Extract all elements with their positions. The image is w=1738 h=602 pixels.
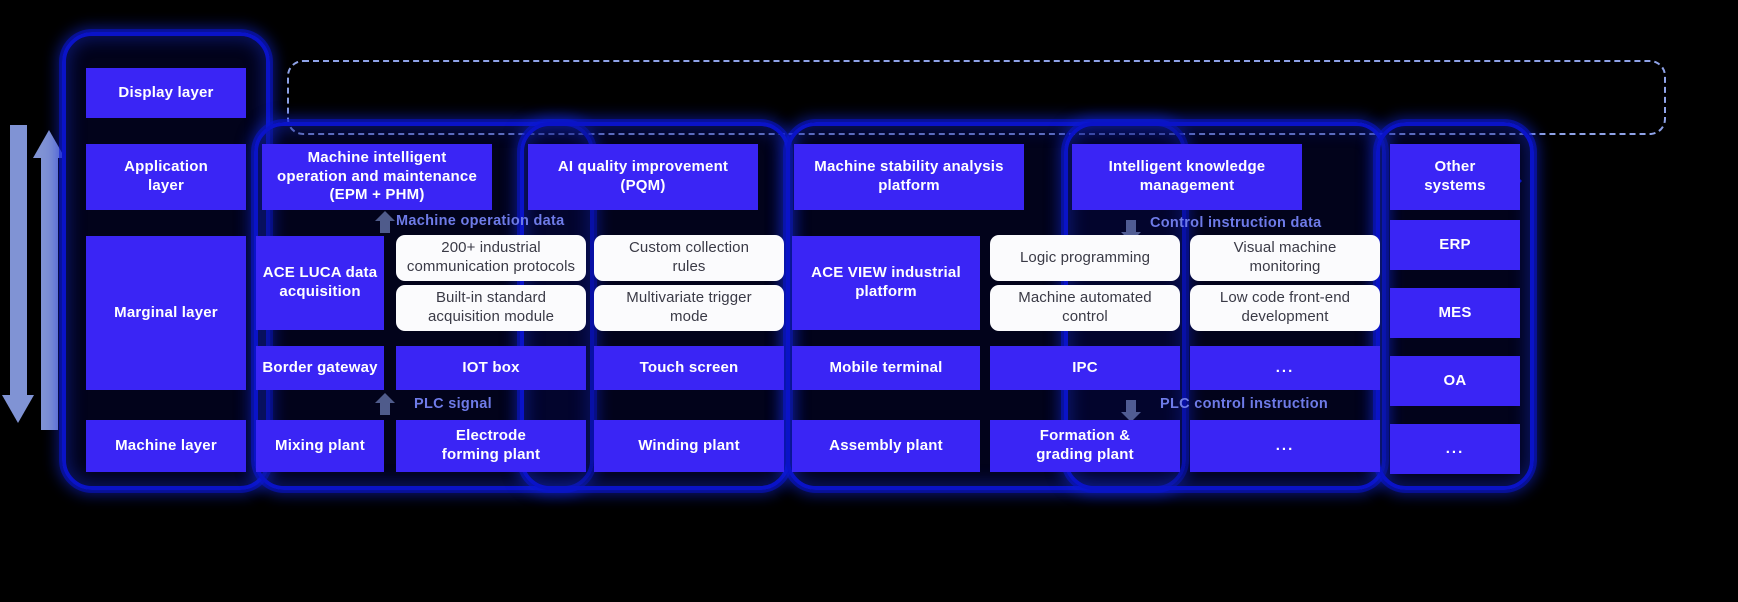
machine-tile-formation-grading-plant[interactable]: Formation & grading plant <box>990 420 1180 472</box>
cut-off-edge-label: tion <box>44 87 75 104</box>
formation-line1: Formation & <box>1039 427 1131 445</box>
feature-tile-visual-machine-monitoring[interactable]: Visual machine monitoring <box>1190 235 1380 281</box>
electrode-line2: forming plant <box>441 446 541 463</box>
multivariate-line1: Multivariate trigger <box>626 289 752 307</box>
flow-label-plc-control-instruction: PLC control instruction <box>1160 396 1329 412</box>
flow-label-machine-operation-data: Machine operation data <box>396 213 565 229</box>
winding-line1: Winding plant <box>638 436 740 454</box>
formation-line2: grading plant <box>1036 446 1134 463</box>
custom-rules-line1: Custom collection <box>628 239 750 257</box>
device-tile-more[interactable]: ... <box>1190 346 1380 390</box>
feature-tile-standard-acquisition-module[interactable]: Built-in standard acquisition module <box>396 285 586 331</box>
visual-monitoring-line2: monitoring <box>1249 258 1321 275</box>
machine-tile-mixing-plant[interactable]: Mixing plant <box>256 420 384 472</box>
feature-tile-low-code-development[interactable]: Low code front-end development <box>1190 285 1380 331</box>
other-systems-item-more[interactable]: ... <box>1390 424 1520 474</box>
platform-tile-ace-luca[interactable]: ACE LUCA data acquisition <box>256 236 384 330</box>
device-tile-mobile-terminal[interactable]: Mobile terminal <box>792 346 980 390</box>
other-systems-header-line1: Other <box>1434 158 1476 176</box>
feature-tile-custom-collection-rules[interactable]: Custom collection rules <box>594 235 784 281</box>
custom-rules-line2: rules <box>672 258 706 275</box>
layer-label-display: Display layer <box>86 68 246 118</box>
app-tile-pqm[interactable]: AI quality improvement (PQM) <box>528 144 758 210</box>
app-tile-stability-line1: Machine stability analysis <box>814 158 1004 176</box>
app-tile-knowledge-line2: management <box>1139 177 1235 194</box>
other-systems-item-mes[interactable]: MES <box>1390 288 1520 338</box>
feature-tile-multivariate-trigger-mode[interactable]: Multivariate trigger mode <box>594 285 784 331</box>
other-systems-header[interactable]: Other systems <box>1390 144 1520 210</box>
side-flow-arrows <box>2 125 66 430</box>
protocols-line2: communication protocols <box>406 258 576 275</box>
feature-tile-logic-programming[interactable]: Logic programming <box>990 235 1180 281</box>
visual-monitoring-line1: Visual machine <box>1233 239 1337 257</box>
low-code-line2: development <box>1241 308 1329 325</box>
assembly-line1: Assembly plant <box>829 436 943 454</box>
app-tile-knowledge-line1: Intelligent knowledge <box>1108 158 1266 176</box>
app-tile-epm-phm-line2: operation and maintenance <box>276 167 478 185</box>
mixing-plant-line1: Mixing plant <box>275 436 365 454</box>
other-systems-item-erp[interactable]: ERP <box>1390 220 1520 270</box>
app-tile-pqm-line2: (PQM) <box>620 177 666 194</box>
other-systems-header-line2: systems <box>1424 177 1486 194</box>
ace-view-line2: platform <box>855 283 917 300</box>
machine-tile-electrode-forming-plant[interactable]: Electrode forming plant <box>396 420 586 472</box>
multivariate-line2: mode <box>670 308 708 325</box>
machine-tile-assembly-plant[interactable]: Assembly plant <box>792 420 980 472</box>
ace-luca-line1: ACE LUCA data <box>262 264 378 282</box>
logic-programming-line1: Logic programming <box>1019 248 1151 266</box>
protocols-line1: 200+ industrial <box>441 239 541 257</box>
machine-more-line1: ... <box>1275 436 1295 454</box>
feature-tile-protocols[interactable]: 200+ industrial communication protocols <box>396 235 586 281</box>
flow-label-plc-signal: PLC signal <box>414 396 492 412</box>
flow-label-control-instruction-data: Control instruction data <box>1150 215 1322 231</box>
low-code-line1: Low code front-end <box>1219 289 1351 307</box>
other-systems-item-oa[interactable]: OA <box>1390 356 1520 406</box>
layer-label-application-line2: layer <box>147 177 185 194</box>
app-tile-stability-analysis[interactable]: Machine stability analysis platform <box>794 144 1024 210</box>
feature-tile-machine-automated-control[interactable]: Machine automated control <box>990 285 1180 331</box>
app-tile-epm-phm[interactable]: Machine intelligent operation and mainte… <box>262 144 492 210</box>
machine-tile-more[interactable]: ... <box>1190 420 1380 472</box>
app-tile-epm-phm-line1: Machine intelligent <box>307 148 447 166</box>
standard-module-line1: Built-in standard <box>435 289 547 307</box>
device-tile-border-gateway[interactable]: Border gateway <box>256 346 384 390</box>
automated-control-line2: control <box>1062 308 1108 325</box>
ace-view-line1: ACE VIEW industrial <box>811 264 961 282</box>
ace-luca-line2: acquisition <box>279 283 361 300</box>
device-tile-touch-screen[interactable]: Touch screen <box>594 346 784 390</box>
layer-label-marginal: Marginal layer <box>86 236 246 390</box>
automated-control-line1: Machine automated <box>1018 289 1152 307</box>
device-tile-iot-box[interactable]: IOT box <box>396 346 586 390</box>
app-tile-pqm-line1: AI quality improvement <box>557 158 729 176</box>
platform-tile-ace-view[interactable]: ACE VIEW industrial platform <box>792 236 980 330</box>
standard-module-line2: acquisition module <box>427 308 555 325</box>
layer-label-application-line1: Application <box>124 158 208 176</box>
machine-tile-winding-plant[interactable]: Winding plant <box>594 420 784 472</box>
layer-label-machine: Machine layer <box>86 420 246 472</box>
display-layer-dashed-frame <box>287 60 1666 135</box>
layer-label-application: Application layer <box>86 144 246 210</box>
app-tile-knowledge-management[interactable]: Intelligent knowledge management <box>1072 144 1302 210</box>
app-tile-epm-phm-line3: (EPM + PHM) <box>329 186 425 204</box>
electrode-line1: Electrode <box>455 427 527 445</box>
app-tile-stability-line2: platform <box>878 177 940 194</box>
device-tile-ipc[interactable]: IPC <box>990 346 1180 390</box>
